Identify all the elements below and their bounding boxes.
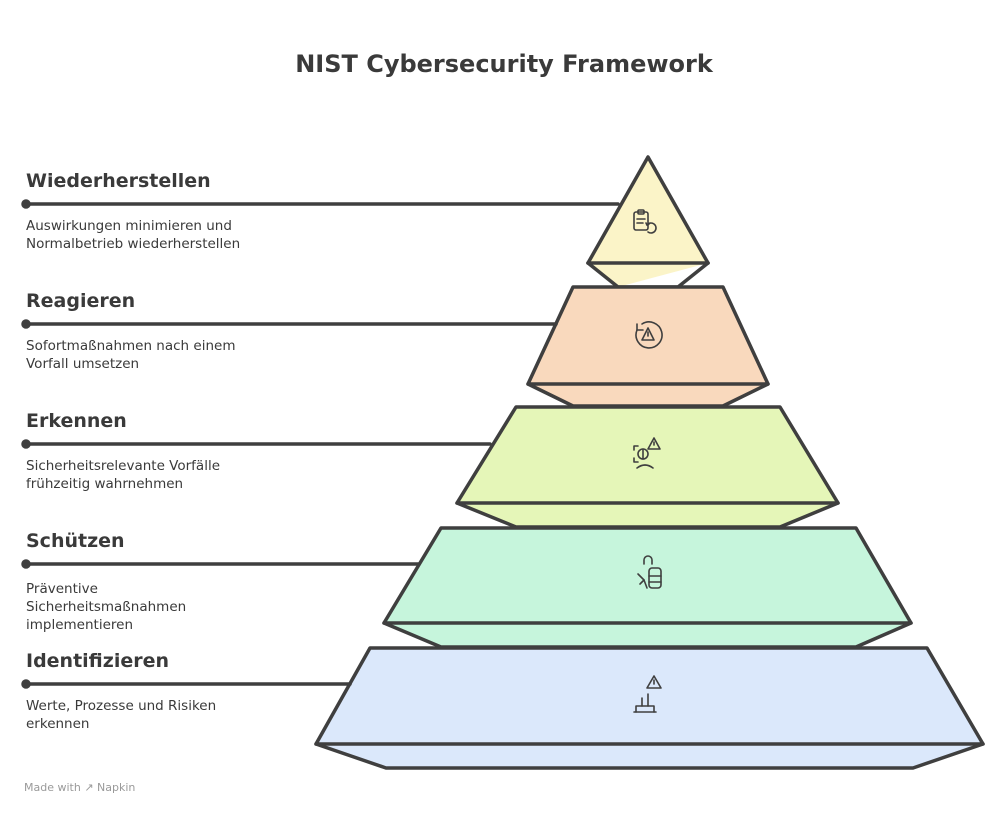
alert-cycle-icon bbox=[635, 321, 663, 349]
level-fill-3 bbox=[457, 407, 838, 527]
description-line: implementieren bbox=[26, 617, 134, 633]
footer-prefix: Made with bbox=[24, 781, 81, 794]
level-title-reagieren: Reagieren bbox=[26, 290, 136, 312]
description-line: Sicherheitsrelevante Vorfälle bbox=[26, 458, 221, 474]
level-fill-2 bbox=[528, 287, 768, 406]
description-line: Werte, Prozesse und Risiken bbox=[26, 698, 217, 714]
description-line: Auswirkungen minimieren und bbox=[26, 218, 232, 234]
level-description-wiederherstellen: Auswirkungen minimieren und Normalbetrie… bbox=[26, 217, 276, 253]
level-title-identifizieren: Identifizieren bbox=[26, 650, 170, 672]
level-description-reagieren: Sofortmaßnahmen nach einem Vorfall umset… bbox=[26, 337, 276, 373]
diagram-title: NIST Cybersecurity Framework bbox=[295, 50, 713, 78]
pyramid-level-reagieren bbox=[526, 285, 770, 408]
detect-alert-icon bbox=[633, 437, 661, 469]
clipboard-refresh-icon bbox=[633, 209, 657, 234]
description-line: Sofortmaßnahmen nach einem bbox=[26, 338, 236, 354]
asset-warning-icon bbox=[633, 675, 662, 713]
level-fill-5 bbox=[316, 648, 983, 768]
napkin-logo-icon: ↗ bbox=[84, 781, 94, 794]
description-line: erkennen bbox=[26, 716, 90, 732]
footer-brand: Napkin bbox=[97, 781, 136, 794]
pyramid-level-erkennen bbox=[455, 405, 840, 529]
level-title-schuetzen: Schützen bbox=[26, 530, 125, 552]
level-description-identifizieren: Werte, Prozesse und Risiken erkennen bbox=[26, 697, 276, 733]
made-with-footer[interactable]: Made with ↗ Napkin bbox=[24, 781, 135, 794]
level-title-wiederherstellen: Wiederherstellen bbox=[26, 170, 211, 192]
level-description-schuetzen: Präventive Sicherheitsmaßnahmen implemen… bbox=[26, 580, 276, 634]
level-description-erkennen: Sicherheitsrelevante Vorfälle frühzeitig… bbox=[26, 457, 276, 493]
description-line: Normalbetrieb wiederherstellen bbox=[26, 236, 241, 252]
description-line: Vorfall umsetzen bbox=[26, 356, 140, 372]
description-line: Sicherheitsmaßnahmen bbox=[26, 599, 187, 615]
pyramid-level-identifizieren bbox=[314, 646, 985, 770]
description-line: Präventive bbox=[26, 581, 98, 597]
level-title-erkennen: Erkennen bbox=[26, 410, 127, 432]
description-line: frühzeitig wahrnehmen bbox=[26, 476, 184, 492]
lock-shield-icon bbox=[637, 555, 662, 589]
